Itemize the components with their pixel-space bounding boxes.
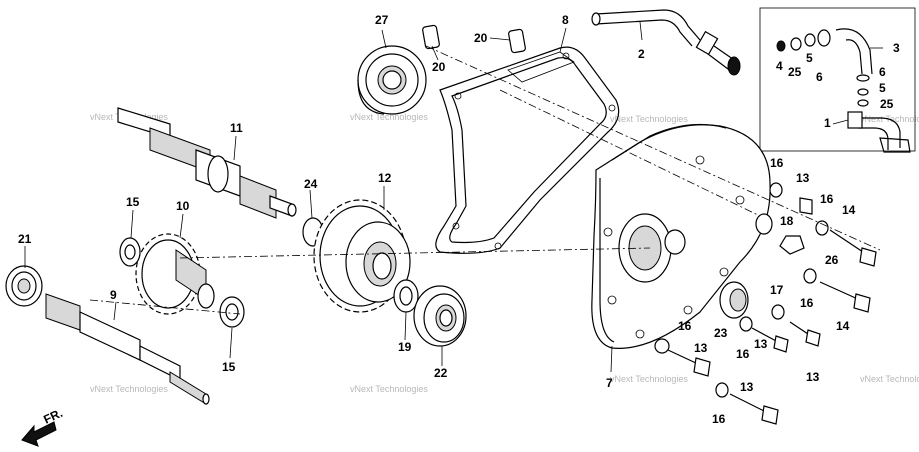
detail-inset-frame xyxy=(759,7,916,152)
watermark: vNext Technologies xyxy=(610,114,688,124)
watermark: vNext Technologies xyxy=(860,374,919,384)
watermarks: vNext Technologies vNext Technologies vN… xyxy=(90,112,919,394)
callout-24: 24 xyxy=(304,177,318,191)
callout-23: 23 xyxy=(714,326,728,340)
washers-part-15 xyxy=(119,237,245,328)
callout-27: 27 xyxy=(375,13,389,27)
gear-part-12 xyxy=(313,199,411,313)
callout-26: 26 xyxy=(825,253,839,267)
pipe-part-2 xyxy=(591,9,741,76)
callout-13b: 13 xyxy=(754,337,768,351)
callout-16b: 16 xyxy=(820,192,834,206)
front-label: FR. xyxy=(41,406,64,427)
callout-3: 3 xyxy=(893,41,900,55)
front-direction-marker: FR. xyxy=(21,406,65,447)
bearing-part-22 xyxy=(413,285,467,347)
watermark: vNext Technologies xyxy=(610,374,688,384)
callouts: 11 12 10 15 24 21 9 15 19 22 27 20 20 8 … xyxy=(18,13,900,426)
callout-20a: 20 xyxy=(474,31,488,45)
callout-15b: 15 xyxy=(222,360,236,374)
callout-10: 10 xyxy=(176,199,190,213)
bearing-part-27 xyxy=(357,45,427,115)
callout-16f: 16 xyxy=(712,412,726,426)
callout-7: 7 xyxy=(606,376,613,390)
callout-13d: 13 xyxy=(806,370,820,384)
callout-8: 8 xyxy=(562,13,569,27)
callout-25a: 25 xyxy=(788,65,802,79)
callout-6b: 6 xyxy=(879,65,886,79)
gear-part-10 xyxy=(135,233,215,315)
watermark: vNext Technologies xyxy=(350,384,428,394)
gasket-part-8 xyxy=(435,46,620,254)
washer-part-19 xyxy=(393,279,419,313)
callout-16a: 16 xyxy=(770,156,784,170)
watermark: vNext Technologies xyxy=(90,384,168,394)
callout-17: 17 xyxy=(770,283,784,297)
callout-5a: 5 xyxy=(806,51,813,65)
bolts-and-washers xyxy=(654,182,877,425)
callout-16e: 16 xyxy=(736,347,750,361)
callout-25b: 25 xyxy=(880,97,894,111)
callout-21: 21 xyxy=(18,232,32,246)
transmission-cover-part-7 xyxy=(591,123,771,349)
callout-13c: 13 xyxy=(694,341,708,355)
callout-22: 22 xyxy=(434,366,448,380)
drain-bolt-part-26 xyxy=(779,235,805,255)
callout-5b: 5 xyxy=(879,81,886,95)
callout-9: 9 xyxy=(110,288,117,302)
callout-13e: 13 xyxy=(740,380,754,394)
seal-washer-part-17 xyxy=(771,304,785,320)
washer-part-18 xyxy=(755,213,773,235)
callout-13a: 13 xyxy=(796,171,810,185)
callout-18: 18 xyxy=(780,214,794,228)
shaft-part-11 xyxy=(117,107,297,219)
callout-15a: 15 xyxy=(126,195,140,209)
callout-4: 4 xyxy=(776,59,783,73)
inset-hose-assembly xyxy=(776,28,911,153)
callout-12: 12 xyxy=(378,171,392,185)
callout-19: 19 xyxy=(398,340,412,354)
callout-11: 11 xyxy=(230,121,243,135)
alignment-lines xyxy=(89,45,881,315)
bearing-part-21 xyxy=(5,265,43,307)
callout-1: 1 xyxy=(824,116,831,130)
callout-16d: 16 xyxy=(678,319,692,333)
oil-seal-part-23 xyxy=(719,281,749,319)
callout-14b: 14 xyxy=(836,319,850,333)
callout-14a: 14 xyxy=(842,203,856,217)
leader-lines xyxy=(24,21,883,373)
callout-6a: 6 xyxy=(816,70,823,84)
watermark: vNext Technologies xyxy=(350,112,428,122)
callout-2: 2 xyxy=(638,47,645,61)
shaft-part-9 xyxy=(45,293,210,405)
callout-16c: 16 xyxy=(800,296,814,310)
callout-20b: 20 xyxy=(432,60,446,74)
